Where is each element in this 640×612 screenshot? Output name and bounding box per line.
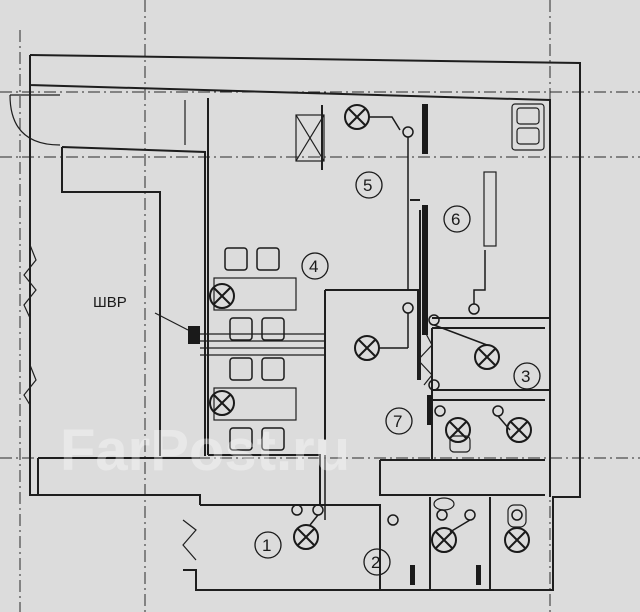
dining-furniture <box>213 247 297 451</box>
lamp-icon <box>506 417 532 443</box>
room-number-3: 3 <box>521 367 530 386</box>
room-number-7: 7 <box>393 412 402 431</box>
legend-label: ШВР <box>93 294 127 311</box>
room-number-4: 4 <box>309 257 318 276</box>
lamp-icon <box>209 283 235 309</box>
cable-run <box>154 312 325 356</box>
lamp-icon <box>354 335 380 361</box>
lamp-icon <box>209 390 235 416</box>
room-labels: 1 2 3 4 5 6 7 <box>254 171 541 576</box>
lamp-icon <box>474 344 500 370</box>
interior-walls <box>182 98 550 590</box>
watermark: FarPost.ru <box>60 418 350 483</box>
room-number-6: 6 <box>451 210 460 229</box>
lamp-icon <box>445 417 471 443</box>
room-number-5: 5 <box>363 176 372 195</box>
lamp-icon <box>431 527 457 553</box>
lamp-icon <box>344 104 370 130</box>
lamp-icons <box>209 104 532 553</box>
outer-walls <box>29 54 581 591</box>
partitions <box>410 104 481 585</box>
switch-wiring <box>291 116 523 533</box>
lamp-icon <box>504 527 530 553</box>
stove-icon <box>511 103 545 151</box>
room-number-2: 2 <box>371 553 380 572</box>
left-bay <box>9 94 206 456</box>
toilet-icon <box>433 435 527 528</box>
lamp-icon <box>293 524 319 550</box>
chair-icon <box>224 247 285 451</box>
room-number-1: 1 <box>262 536 271 555</box>
